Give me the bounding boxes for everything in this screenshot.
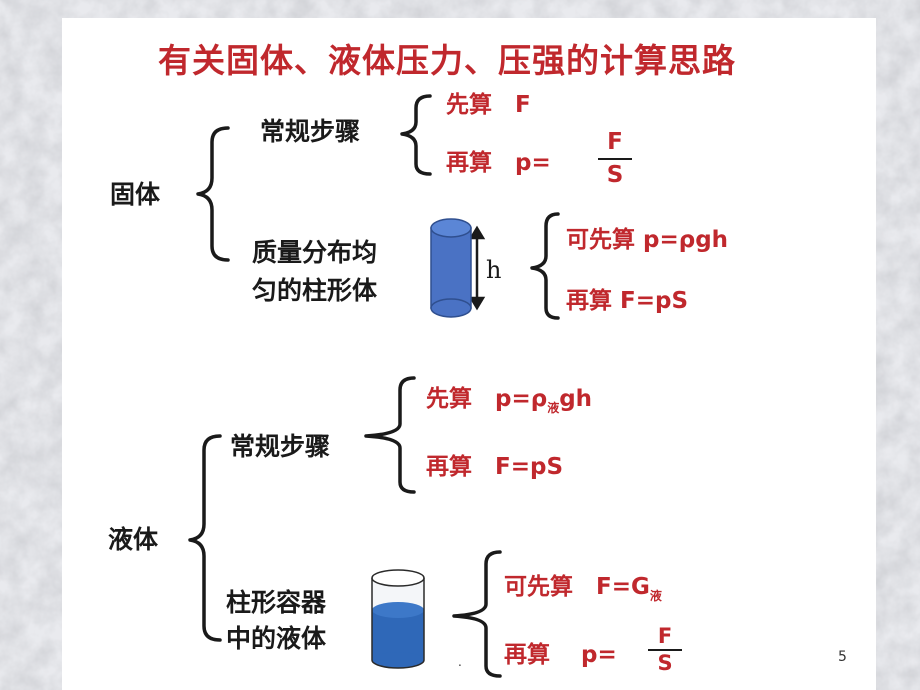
liquid-column-step1-subscript: 液 <box>649 589 662 603</box>
liquid-column-label-2: 中的液体 <box>226 624 327 653</box>
page-number: 5 <box>838 649 847 665</box>
footer-dot: . <box>458 655 462 669</box>
fraction-bar <box>648 649 682 651</box>
solid-regular-label: 常规步骤 <box>260 117 361 146</box>
solid-frac-num: F <box>607 129 623 155</box>
liquid-regular-label: 常规步骤 <box>230 432 331 461</box>
solid-label: 固体 <box>110 180 161 209</box>
fraction-bar <box>598 158 632 160</box>
liquid-label: 液体 <box>108 525 159 554</box>
liquid-column-step2: 再算 p= <box>504 642 617 668</box>
solid-frac-den: S <box>606 162 624 188</box>
liquid-step1-tail: gh <box>559 386 593 412</box>
solid-uniform-bracket <box>530 212 560 320</box>
solid-bracket <box>196 126 230 262</box>
height-label: h <box>486 256 502 284</box>
liquid-bracket <box>188 434 222 642</box>
solid-uniform-label-2: 匀的柱形体 <box>252 276 378 305</box>
solid-regular-bracket <box>400 94 432 176</box>
solid-cylinder-icon <box>430 218 472 318</box>
slide-panel <box>62 18 876 690</box>
solid-uniform-step2: 再算 F=pS <box>566 288 689 314</box>
solid-uniform-label-1: 质量分布均 <box>252 238 378 267</box>
solid-step1: 先算 F <box>446 92 531 118</box>
liquid-step2: 再算 F=pS <box>426 454 564 480</box>
liquid-frac-num: F <box>657 624 673 648</box>
liquid-column-label-1: 柱形容器 <box>226 588 327 617</box>
height-arrow <box>468 225 486 311</box>
solid-uniform-step1: 可先算 p=ρgh <box>566 227 729 253</box>
solid-step2: 再算 p= <box>446 150 551 176</box>
liquid-frac-den: S <box>657 651 673 675</box>
liquid-column-bracket <box>452 550 502 678</box>
liquid-step1: 先算 p=ρ液gh <box>426 386 593 415</box>
liquid-fraction: F S <box>648 626 682 674</box>
liquid-column-step1-text: 可先算 F=G <box>504 574 650 600</box>
slide-title: 有关固体、液体压力、压强的计算思路 <box>158 41 736 80</box>
liquid-column-step1: 可先算 F=G液 <box>504 574 662 603</box>
liquid-step1-text: 先算 p=ρ <box>426 386 548 412</box>
liquid-regular-bracket <box>364 376 416 494</box>
solid-fraction: F S <box>598 131 632 187</box>
liquid-container-icon <box>371 569 425 669</box>
liquid-step1-subscript: 液 <box>547 401 560 415</box>
